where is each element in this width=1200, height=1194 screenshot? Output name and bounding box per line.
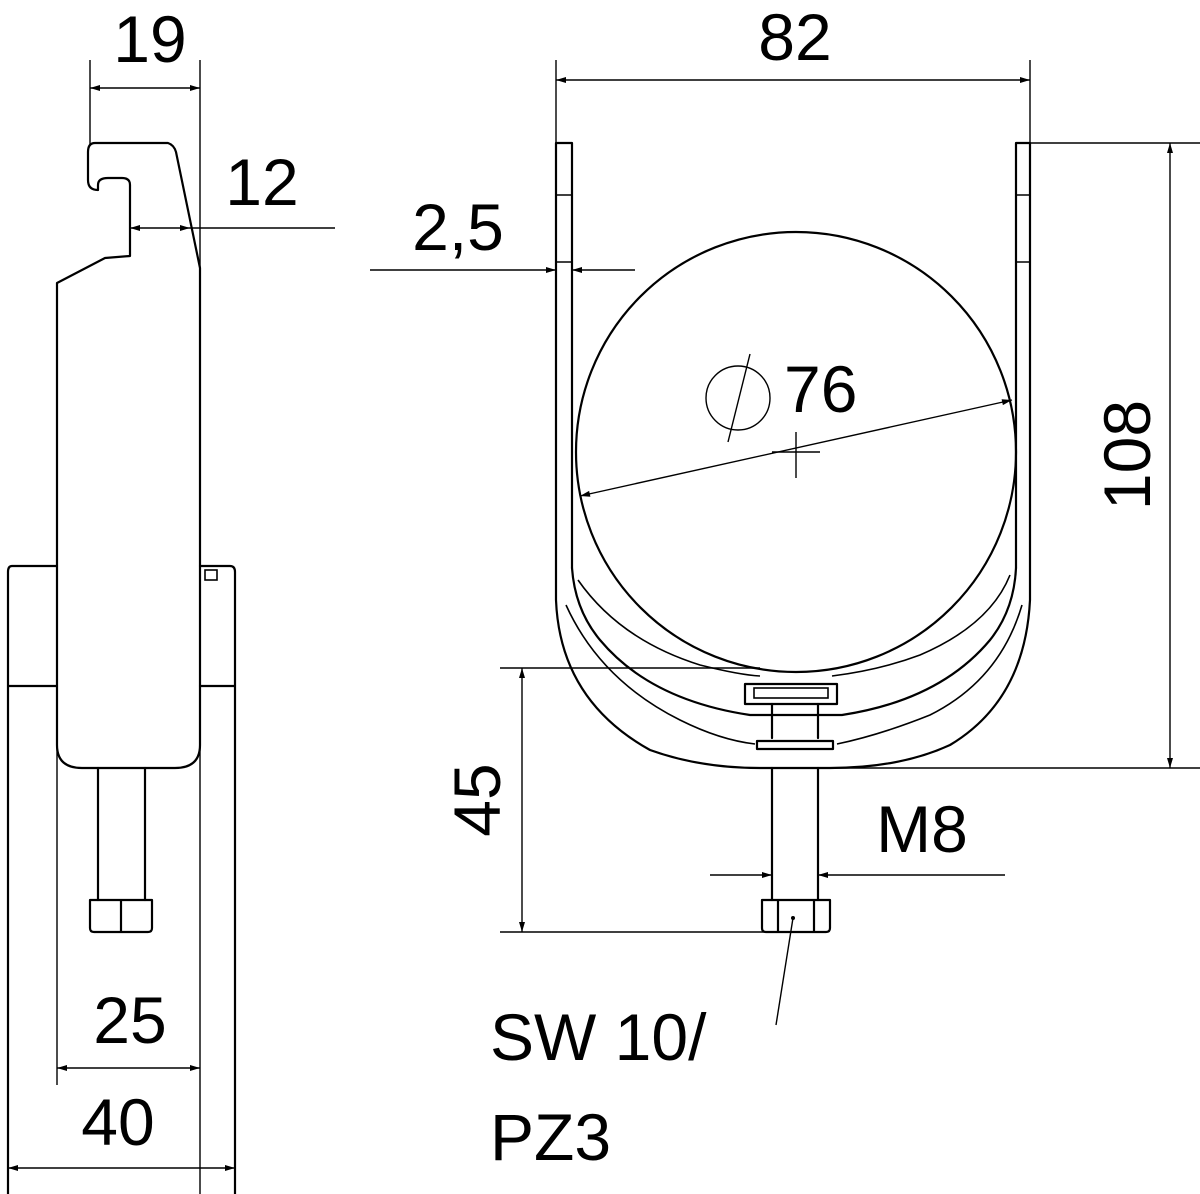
bolt-head-slot bbox=[743, 682, 839, 706]
front-bracket-outline bbox=[554, 141, 1032, 770]
front-bracket-slot-marks bbox=[556, 194, 1030, 263]
bolt-washer bbox=[755, 739, 835, 751]
center-mark bbox=[772, 432, 820, 478]
callout-line-1: SW 10/ bbox=[490, 1000, 707, 1074]
front-bolt bbox=[770, 766, 820, 902]
side-left-plate bbox=[6, 564, 59, 1194]
front-nut bbox=[760, 898, 832, 934]
diameter-symbol-icon bbox=[705, 353, 771, 443]
side-bolt bbox=[96, 766, 147, 902]
dimension-diameter-label: 76 bbox=[784, 352, 857, 426]
dimension-82-label: 82 bbox=[758, 0, 831, 74]
pipe-circle bbox=[574, 230, 1018, 674]
dimension-108-label: 108 bbox=[1090, 400, 1164, 510]
side-right-plate bbox=[198, 564, 237, 1194]
cradle-outer bbox=[570, 566, 1018, 717]
cradle-inner bbox=[577, 574, 1011, 677]
thread-label: M8 bbox=[876, 792, 968, 866]
callout-line-2: PZ3 bbox=[490, 1100, 611, 1174]
extension-line bbox=[500, 667, 770, 933]
side-notch bbox=[204, 569, 218, 581]
extension-line bbox=[555, 60, 1031, 143]
dimension-12-label: 12 bbox=[225, 145, 298, 219]
dimension-40-label: 40 bbox=[81, 1085, 154, 1159]
side-view: 19 12 25 40 bbox=[6, 2, 335, 1194]
bolt-neck bbox=[770, 702, 820, 740]
dimension-2-5-label: 2,5 bbox=[412, 190, 504, 264]
bolt-head-inner bbox=[753, 687, 829, 699]
side-body-outline bbox=[55, 141, 202, 770]
callout-leader-line bbox=[775, 917, 794, 1026]
dimension-19-label: 19 bbox=[113, 2, 186, 76]
cradle-lower bbox=[565, 604, 1023, 745]
dimension-45-label: 45 bbox=[440, 763, 514, 836]
dimension-25-label: 25 bbox=[93, 983, 166, 1057]
extension-line bbox=[89, 60, 201, 1194]
side-nut bbox=[88, 898, 154, 934]
front-view: 82 2,5 76 108 45 M8 SW 10/ PZ3 bbox=[370, 0, 1200, 1174]
callout-dot bbox=[791, 916, 795, 920]
